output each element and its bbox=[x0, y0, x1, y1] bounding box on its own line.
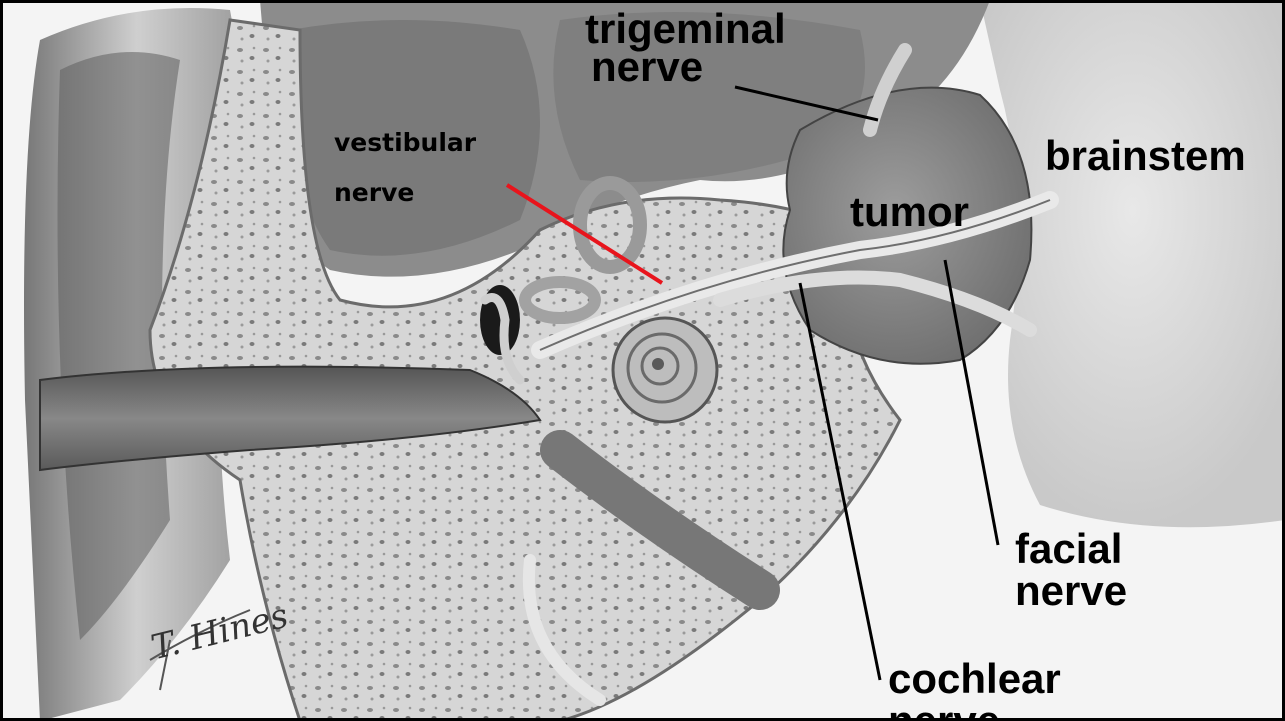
facial-label-line1: facial bbox=[1015, 530, 1127, 568]
vestibular-nerve-label: vestibular nerve bbox=[334, 127, 476, 209]
facial-nerve-label: facial nerve bbox=[1015, 530, 1127, 610]
cochlear-label-line1: cochlear bbox=[888, 660, 1061, 698]
vestibular-label-line1: vestibular bbox=[334, 127, 476, 159]
cochlear-label-line2: nerve bbox=[888, 702, 1061, 721]
cochlea-center bbox=[652, 358, 664, 370]
trigeminal-nerve-label: trigeminal nerve bbox=[585, 10, 786, 86]
vestibular-label-line2: nerve bbox=[334, 177, 476, 209]
brainstem-label: brainstem bbox=[1045, 137, 1246, 175]
tumor-label: tumor bbox=[850, 193, 969, 231]
trigeminal-label-line2: nerve bbox=[585, 48, 786, 86]
cochlear-nerve-label: cochlear nerve bbox=[888, 660, 1061, 721]
facial-label-line2: nerve bbox=[1015, 572, 1127, 610]
